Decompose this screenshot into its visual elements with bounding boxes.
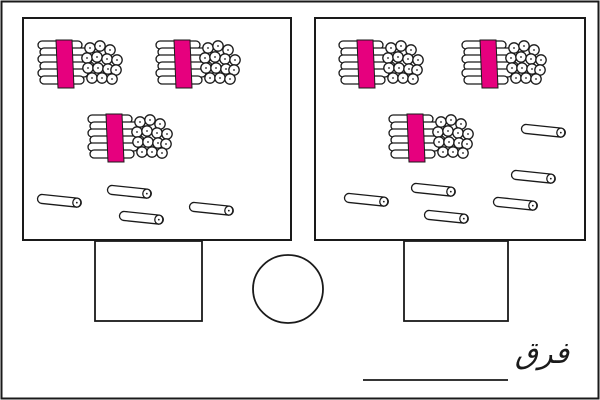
loose-stick xyxy=(411,183,456,197)
right-panel-content xyxy=(339,40,566,224)
bundle-of-ten xyxy=(38,40,122,88)
loose-stick xyxy=(493,197,538,211)
bundle-of-ten xyxy=(88,114,172,162)
loose-stick xyxy=(511,170,556,184)
loose-stick xyxy=(189,202,234,216)
loose-stick xyxy=(344,193,389,207)
right-answer-box[interactable] xyxy=(404,241,508,321)
difference-label: فرق xyxy=(510,334,574,374)
loose-stick xyxy=(37,194,82,208)
loose-stick xyxy=(119,211,164,225)
loose-stick xyxy=(107,185,152,199)
left-panel-content xyxy=(37,40,240,225)
comparison-circle[interactable] xyxy=(253,255,323,323)
bundle-of-ten xyxy=(156,40,240,88)
bundle-of-ten xyxy=(339,40,423,88)
loose-stick xyxy=(424,210,469,224)
bundle-of-ten xyxy=(462,40,546,88)
left-answer-box[interactable] xyxy=(95,241,202,321)
bundle-of-ten xyxy=(389,114,473,162)
loose-stick xyxy=(521,124,566,138)
